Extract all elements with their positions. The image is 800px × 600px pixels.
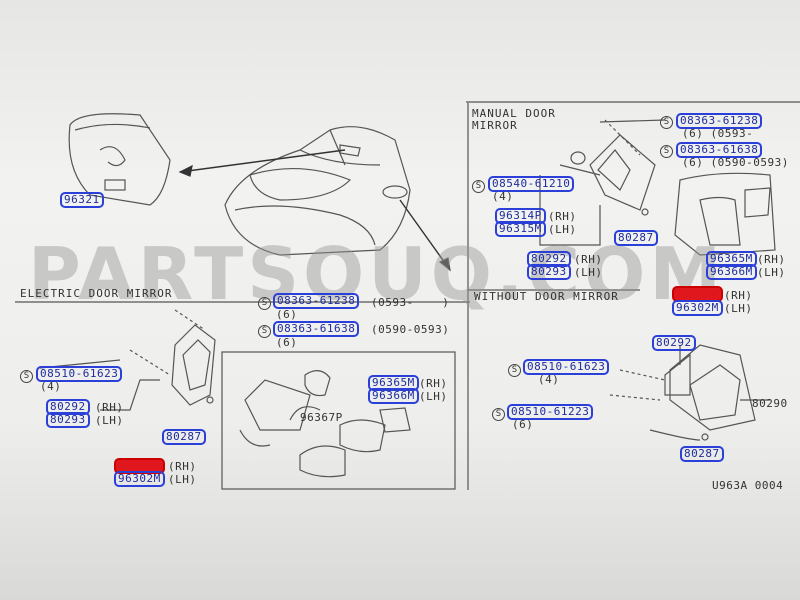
side-label: (RH)	[724, 289, 753, 302]
side-label: (LH)	[757, 266, 786, 279]
part-96302M-link[interactable]: 96302M	[114, 471, 165, 487]
side-label: (LH)	[168, 473, 197, 486]
qty-label: (6)	[276, 336, 298, 349]
side-label: (RH)	[548, 210, 577, 223]
side-label: (RH)	[757, 253, 786, 266]
diagram-code: U963A 0004	[712, 479, 784, 492]
part-80292-link[interactable]: 80292	[46, 399, 90, 415]
section-title-electric-mirror: ELECTRIC DOOR MIRROR	[20, 287, 173, 300]
date-range-label: (0590-0593)	[371, 323, 450, 336]
section-title-manual-mirror: MANUAL DOOR MIRROR	[472, 107, 556, 132]
qty-label: (6)	[512, 418, 534, 431]
part-96367P-label: 96367P	[300, 411, 343, 424]
side-label: (LH)	[574, 266, 603, 279]
side-label: (LH)	[548, 223, 577, 236]
part-80287-link[interactable]: 80287	[614, 230, 658, 246]
part-80292-link[interactable]: 80292	[652, 335, 696, 351]
part-96365M-link[interactable]: 96365M	[368, 375, 419, 391]
part-08540-61210-link[interactable]: 08540-61210	[488, 176, 575, 192]
part-80290-label: 80290	[752, 397, 788, 410]
part-80287-link[interactable]: 80287	[162, 429, 206, 445]
side-label: (RH)	[168, 460, 197, 473]
part-96366M-link[interactable]: 96366M	[368, 388, 419, 404]
section-title-without-mirror: WITHOUT DOOR MIRROR	[474, 290, 619, 303]
screw-symbol: S	[258, 297, 271, 310]
qty-label: (6)	[276, 308, 298, 321]
part-96315M-link[interactable]: 96315M	[495, 221, 546, 237]
part-08363-61238-link[interactable]: 08363-61238	[273, 293, 360, 309]
side-label: (LH)	[419, 390, 448, 403]
part-96301M-highlighted-link[interactable]: 96301M	[114, 458, 165, 474]
qty-label: (4)	[40, 380, 62, 393]
screw-symbol: S	[508, 364, 521, 377]
part-80293-link[interactable]: 80293	[46, 412, 90, 428]
part-80287-link[interactable]: 80287	[680, 446, 724, 462]
side-label: (LH)	[95, 414, 124, 427]
part-08363-61238-link[interactable]: 08363-61238	[676, 113, 763, 129]
part-96365M-link[interactable]: 96365M	[706, 251, 757, 267]
side-label: (RH)	[95, 401, 124, 414]
qty-label: (4)	[492, 190, 514, 203]
screw-symbol: S	[472, 180, 485, 193]
side-label: (RH)	[574, 253, 603, 266]
watermark: PARTSOUQ.COM	[28, 232, 725, 316]
part-80293-link[interactable]: 80293	[527, 264, 571, 280]
screw-symbol: S	[20, 370, 33, 383]
part-08363-61638-link[interactable]: 08363-61638	[273, 321, 360, 337]
screw-symbol: S	[660, 145, 673, 158]
screw-symbol: S	[258, 325, 271, 338]
side-label: (LH)	[724, 302, 753, 315]
part-96301M-highlighted-link[interactable]: 96301M	[672, 286, 723, 302]
qty-label: (6) (0593-	[682, 127, 754, 140]
part-08510-61223-link[interactable]: 08510-61223	[507, 404, 594, 420]
screw-symbol: S	[660, 116, 673, 129]
part-96302M-link[interactable]: 96302M	[672, 300, 723, 316]
part-80292-link[interactable]: 80292	[527, 251, 571, 267]
qty-label: (6) (0590-0593)	[682, 156, 789, 169]
part-96314P-link[interactable]: 96314P	[495, 208, 546, 224]
part-96321-link[interactable]: 96321	[60, 192, 104, 208]
qty-label: (4)	[538, 373, 560, 386]
part-08363-61638-link[interactable]: 08363-61638	[676, 142, 763, 158]
date-range-label: (0593- )	[371, 296, 450, 309]
part-08510-61623-link[interactable]: 08510-61623	[36, 366, 123, 382]
side-label: (RH)	[419, 377, 448, 390]
part-08510-61623-link[interactable]: 08510-61623	[523, 359, 610, 375]
part-96366M-link[interactable]: 96366M	[706, 264, 757, 280]
screw-symbol: S	[492, 408, 505, 421]
